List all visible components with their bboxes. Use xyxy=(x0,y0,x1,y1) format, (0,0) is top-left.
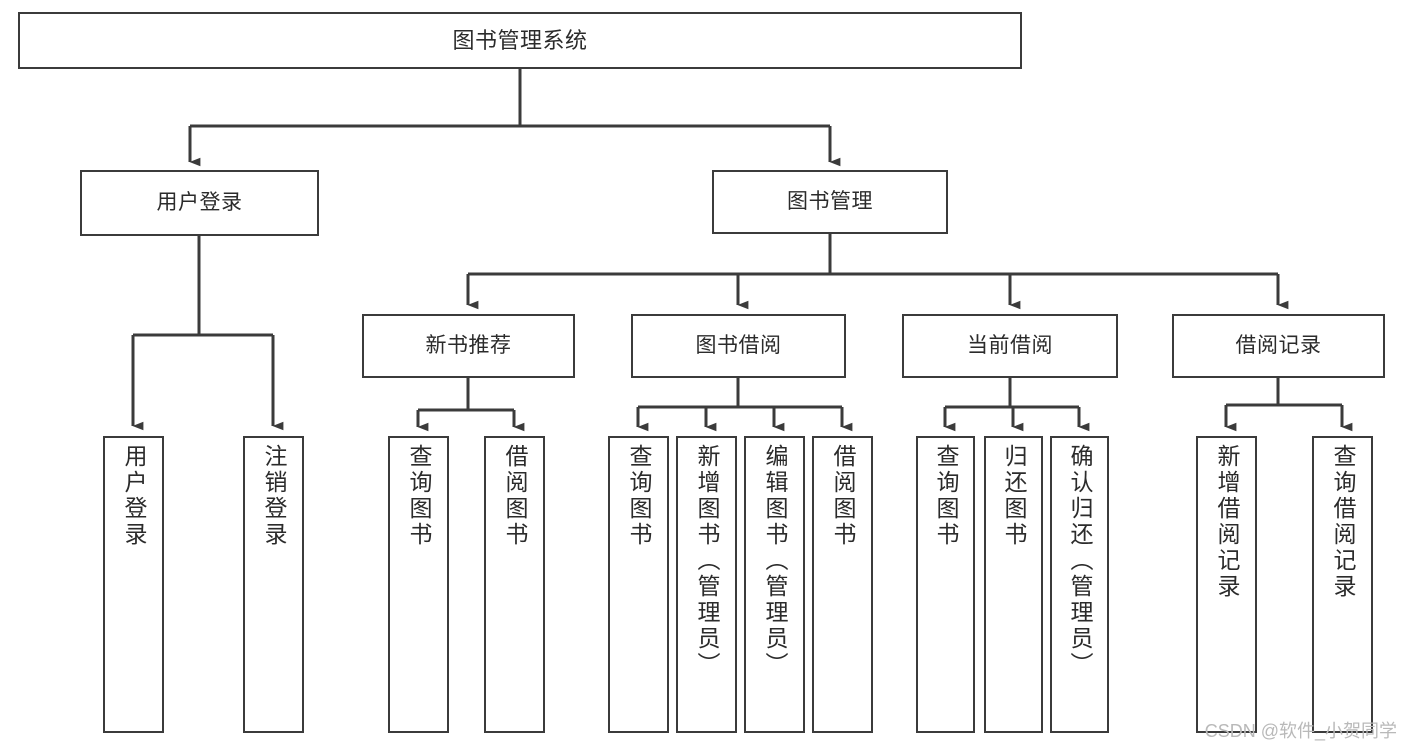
node-user-login[interactable]: 用户登录 xyxy=(80,170,319,236)
node-label: 查询图书 xyxy=(406,444,432,548)
leaf-book-borrow-borrow[interactable]: 借阅图书 xyxy=(812,436,873,733)
node-book-borrow[interactable]: 图书借阅 xyxy=(631,314,846,378)
node-label: 图书借阅 xyxy=(695,333,782,357)
node-new-book-recommend[interactable]: 新书推荐 xyxy=(362,314,575,378)
node-label: 借阅记录 xyxy=(1235,333,1322,357)
node-label: 确认归还（管理员） xyxy=(1067,444,1093,678)
node-label: 新书推荐 xyxy=(425,333,512,357)
leaf-new-book-borrow[interactable]: 借阅图书 xyxy=(484,436,545,733)
node-label: 借阅图书 xyxy=(830,444,856,548)
leaf-book-borrow-add[interactable]: 新增图书（管理员） xyxy=(676,436,737,733)
leaf-current-borrow-confirm-return[interactable]: 确认归还（管理员） xyxy=(1050,436,1109,733)
node-label: 借阅图书 xyxy=(502,444,528,548)
leaf-current-borrow-query[interactable]: 查询图书 xyxy=(916,436,975,733)
node-root-system[interactable]: 图书管理系统 xyxy=(18,12,1022,69)
leaf-book-borrow-edit[interactable]: 编辑图书（管理员） xyxy=(744,436,805,733)
leaf-borrow-record-query[interactable]: 查询借阅记录 xyxy=(1312,436,1373,733)
node-label: 用户登录 xyxy=(121,444,147,548)
node-label: 图书管理系统 xyxy=(452,27,588,53)
node-borrow-record[interactable]: 借阅记录 xyxy=(1172,314,1385,378)
node-label: 查询图书 xyxy=(933,444,959,548)
node-label: 当前借阅 xyxy=(967,333,1053,357)
node-label: 查询图书 xyxy=(626,444,652,548)
node-label: 新增借阅记录 xyxy=(1214,444,1240,600)
leaf-new-book-query[interactable]: 查询图书 xyxy=(388,436,449,733)
node-label: 注销登录 xyxy=(261,444,287,548)
node-book-management[interactable]: 图书管理 xyxy=(712,170,948,234)
leaf-book-borrow-query[interactable]: 查询图书 xyxy=(608,436,669,733)
leaf-user-login-logout[interactable]: 注销登录 xyxy=(243,436,304,733)
node-label: 用户登录 xyxy=(156,190,243,214)
node-current-borrow[interactable]: 当前借阅 xyxy=(902,314,1118,378)
leaf-user-login-login[interactable]: 用户登录 xyxy=(103,436,164,733)
node-label: 归还图书 xyxy=(1001,444,1027,548)
node-label: 新增图书（管理员） xyxy=(694,444,720,678)
leaf-borrow-record-add[interactable]: 新增借阅记录 xyxy=(1196,436,1257,733)
leaf-current-borrow-return[interactable]: 归还图书 xyxy=(984,436,1043,733)
node-label: 编辑图书（管理员） xyxy=(762,444,788,678)
node-label: 查询借阅记录 xyxy=(1330,444,1356,600)
node-label: 图书管理 xyxy=(787,189,873,213)
